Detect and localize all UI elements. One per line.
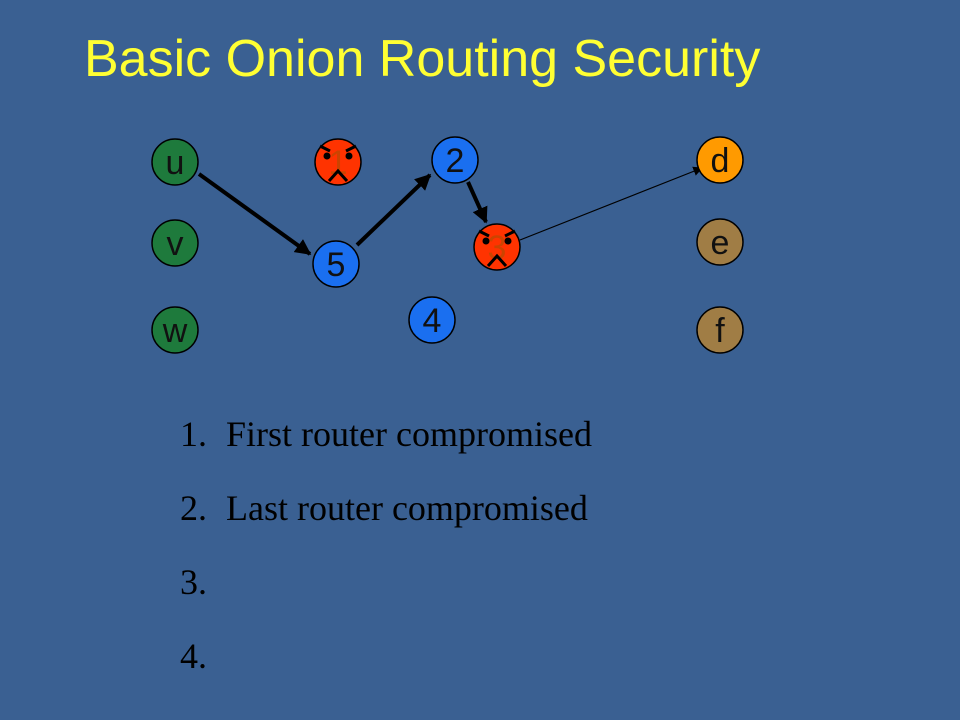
angry-face-icon [319,144,357,183]
user-node-w-label: w [162,312,188,350]
router-node-1: 1 [314,138,362,186]
list-item: 4. [180,632,592,706]
slide-title: Basic Onion Routing Security [84,30,761,88]
list-item-number: 2. [180,488,207,528]
list-item: 3. [180,558,592,632]
angry-face-icon [478,229,516,268]
list-item: 2. Last router compromised [180,484,592,558]
user-node-u: u [151,138,199,186]
destination-node-d: d [696,136,744,184]
router-node-4-label: 4 [423,302,442,340]
list-item: 1. First router compromised [180,410,592,484]
destination-node-f-label: f [715,312,725,350]
router-node-2: 2 [431,136,479,184]
list-item-text: Last router compromised [226,488,588,528]
router-node-5-label: 5 [327,246,346,284]
list-item-number: 4. [180,636,207,676]
path-arrow-5-2 [355,173,432,247]
router-node-5: 5 [312,240,360,288]
user-node-v-label: v [167,225,184,263]
destination-node-e-label: e [711,224,730,262]
router-node-4: 4 [408,296,456,344]
router-node-3-label: 3 [488,229,507,267]
list-item-number: 1. [180,414,207,454]
security-conditions-list: 1. First router compromised 2. Last router… [180,410,592,706]
router-node-1-label: 1 [329,144,348,182]
user-node-w: w [151,306,199,354]
user-node-u-label: u [166,144,185,182]
router-node-2-label: 2 [446,142,465,180]
destination-node-f: f [696,306,744,354]
destination-node-e: e [696,218,744,266]
destination-node-d-label: d [711,142,730,180]
path-arrow-u-5 [197,172,312,256]
router-node-3: 3 [473,223,521,271]
path-arrow-2-3 [466,181,488,224]
path-arrow-3-d [519,166,703,241]
list-item-number: 3. [180,562,207,602]
list-item-text: First router compromised [226,414,592,454]
user-node-v: v [151,219,199,267]
